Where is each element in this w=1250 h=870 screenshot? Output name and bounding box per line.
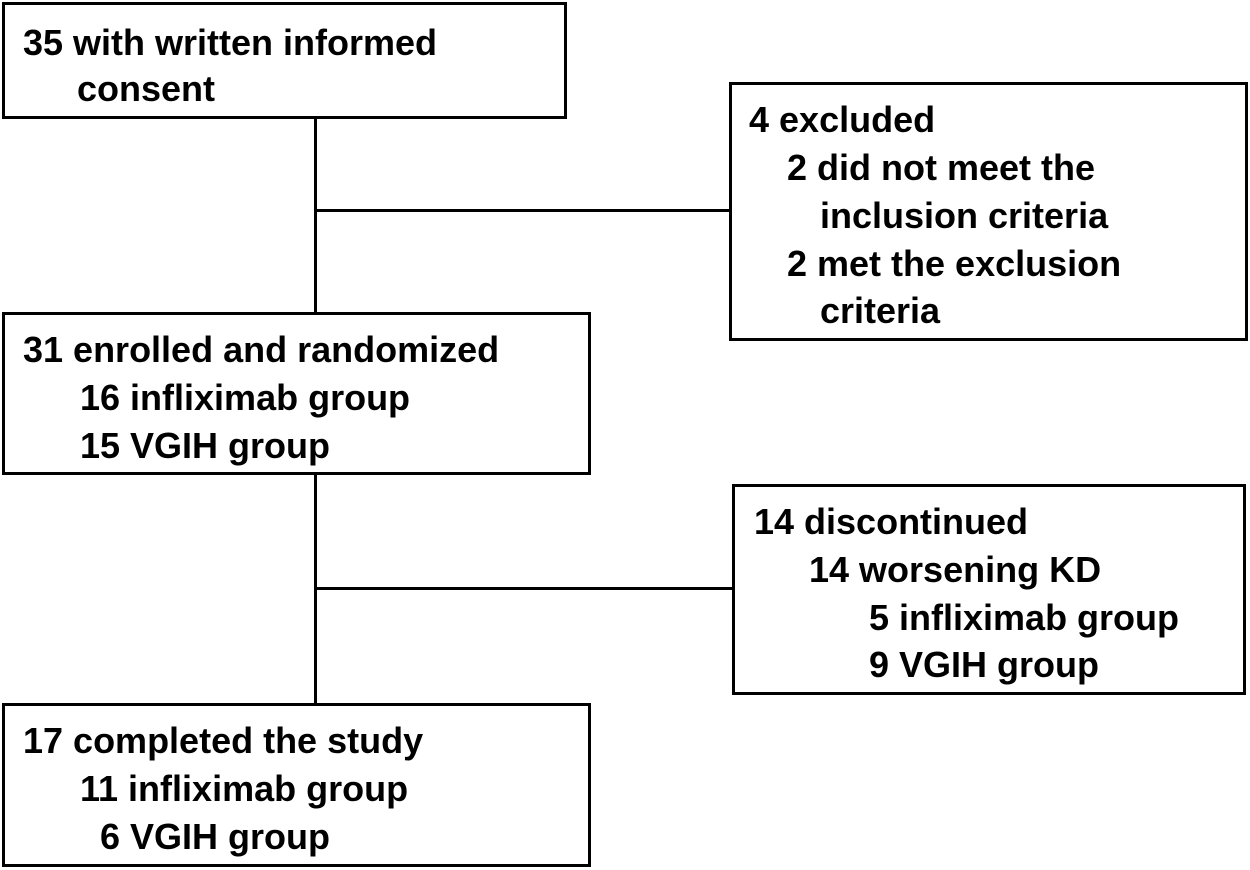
consent-line-1: 35 with written informed (23, 22, 438, 63)
excluded-line-1: 4 excluded (749, 99, 936, 140)
excluded-line-3: inclusion criteria (820, 195, 1109, 236)
excluded-line-5: criteria (820, 290, 941, 331)
completed-line-1: 17 completed the study (23, 720, 424, 761)
excluded-line-2: 2 did not meet the (787, 147, 1096, 188)
discontinued-line-4: 9 VGIH group (869, 644, 1100, 685)
consent-box: 35 with written informed consent (2, 2, 567, 119)
consent-line-2: consent (77, 68, 216, 109)
discontinued-box: 14 discontinued 14 worsening KD 5 inflix… (732, 484, 1246, 695)
completed-box: 17 completed the study 11 infliximab gro… (2, 703, 591, 867)
discontinued-line-2: 14 worsening KD (809, 549, 1102, 590)
connector-horizontal-discontinued (314, 587, 734, 590)
excluded-line-4: 2 met the exclusion (787, 243, 1122, 284)
completed-line-2: 11 infliximab group (80, 768, 409, 809)
discontinued-line-1: 14 discontinued (754, 501, 1029, 542)
enrolled-box: 31 enrolled and randomized 16 infliximab… (2, 312, 591, 475)
excluded-box: 4 excluded 2 did not meet the inclusion … (729, 82, 1248, 341)
completed-line-3: 6 VGIH group (100, 816, 331, 857)
enrolled-line-1: 31 enrolled and randomized (23, 329, 500, 370)
enrolled-line-3: 15 VGIH group (80, 425, 331, 466)
enrolled-line-2: 16 infliximab group (80, 377, 411, 418)
discontinued-line-3: 5 infliximab group (869, 597, 1180, 638)
connector-vertical-consent-enrolled (314, 118, 317, 314)
connector-horizontal-excluded (314, 209, 732, 212)
